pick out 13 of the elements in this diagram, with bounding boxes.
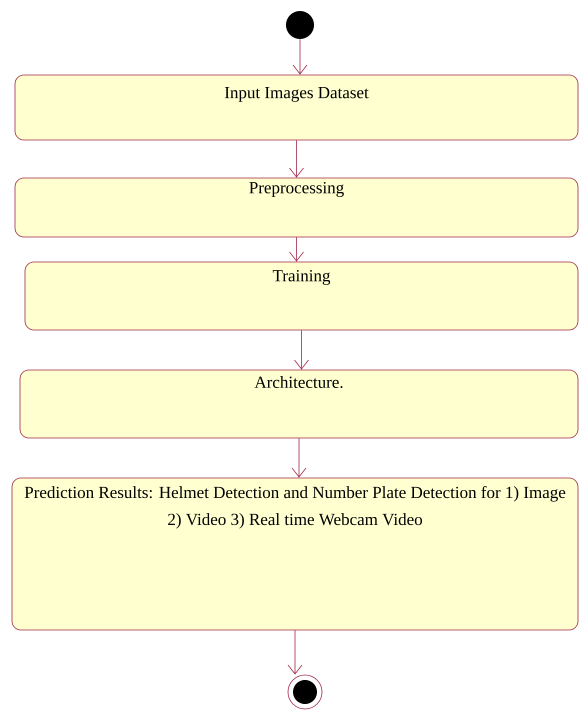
activity-box: Architecture. <box>20 370 578 438</box>
arrow <box>292 38 308 75</box>
end-node <box>288 674 322 710</box>
activity-box: Input Images Dataset <box>14 74 578 140</box>
activity-box: Training <box>24 262 578 330</box>
activity-box: Preprocessing <box>14 178 578 238</box>
arrow <box>288 630 302 675</box>
arrow <box>292 438 306 478</box>
activity-box: Prediction Results: Helmet Detection and Number Plate Detection for 1) Image 2) Video 3) Real time Webcam Video <box>12 478 578 630</box>
start-node <box>286 11 314 39</box>
arrow <box>294 330 309 370</box>
arrow <box>289 140 304 178</box>
arrow <box>289 237 304 262</box>
